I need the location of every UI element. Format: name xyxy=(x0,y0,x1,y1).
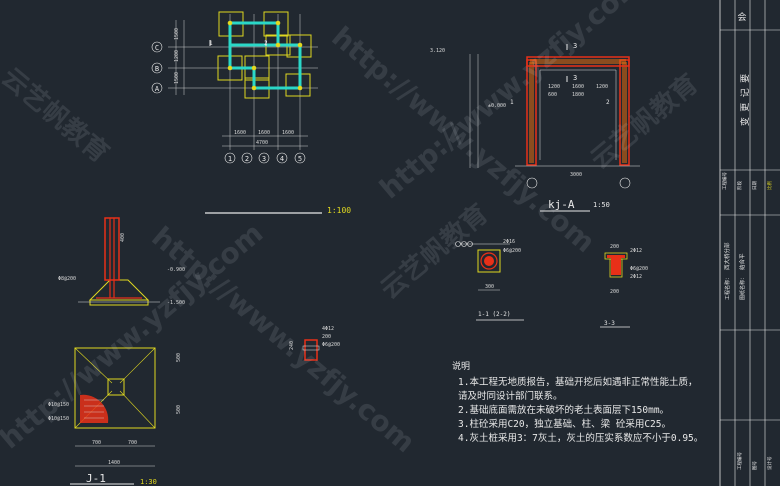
frame-elevation: 3 3 1 2 3.120 ±0.000 1200 1600 1200 600 … xyxy=(430,42,640,212)
project-name: 西大桥分部 xyxy=(723,242,731,270)
frame-dim-4: 600 xyxy=(548,92,557,98)
foundation-plan: 1 2 1500 1200 1500 C B A 1600 1600 1600 … xyxy=(151,11,318,164)
section-b-rebar-3: 2Φ12 xyxy=(630,274,642,280)
notes-title: 说明 xyxy=(452,360,470,372)
svg-text:2: 2 xyxy=(606,99,610,106)
project-label: 工程名称： xyxy=(724,275,731,300)
title-block: 会 变 更 记 要 工程编号 阶段 日期 比例 工程名称： 西大桥分部 图纸名称… xyxy=(719,0,780,486)
section-3-3: 2Φ12 Φ6@200 2Φ12 200 200 3-3 xyxy=(600,244,648,328)
plan-axis-1: 1 xyxy=(228,155,232,163)
footing-elevation: -0.900 -1.500 Φ8@200 400 xyxy=(58,217,185,306)
section-b-rebar-2: Φ6@200 xyxy=(630,266,648,272)
note-3: 3.柱砼采用C20，独立基础、柱、梁 砼采用C25。 xyxy=(458,418,671,430)
footing-dim-right-2: 500 xyxy=(176,405,182,414)
frame-dim-3: 1200 xyxy=(596,84,608,90)
section-a-label: 1-1 (2-2) xyxy=(478,311,511,318)
section-a-rebar-2: Φ6@200 xyxy=(503,248,521,254)
drawing-label: 图纸名称： xyxy=(739,275,746,300)
plan-dim-left-3: 1500 xyxy=(174,72,180,84)
column-section: 4Φ12 Φ6@200 200 240 xyxy=(289,326,340,361)
footing-dim-bottom-total: 1400 xyxy=(108,460,120,466)
section-1-1: 2Φ16 Φ6@200 300 1-1 (2-2) xyxy=(455,239,524,321)
svg-text:3: 3 xyxy=(573,74,577,82)
plan-axis-2: 2 xyxy=(245,155,249,163)
plan-axis-b: B xyxy=(155,65,159,73)
frame-level-mid: ±0.000 xyxy=(488,103,506,109)
plan-dim-bottom-total: 4700 xyxy=(256,140,268,146)
frame-dim-6: 3000 xyxy=(570,172,582,178)
drawing-name: 结合平 xyxy=(738,253,746,270)
footing-dim-bottom-2: 700 xyxy=(128,440,137,446)
frame-scale: 1:50 xyxy=(593,201,610,209)
plan-axis-y: C B A xyxy=(151,41,163,94)
footing-title: J-1 xyxy=(86,472,106,485)
column-dim-2: 240 xyxy=(289,341,295,350)
note-1-cont: 请及时同设计部门联系。 xyxy=(458,390,563,402)
plan-axis-c: C xyxy=(155,44,159,52)
footing-plan: Φ10@150 Φ10@150 700 700 1400 500 500 J-1… xyxy=(48,347,182,486)
title-block-change: 变 更 记 要 xyxy=(739,74,751,126)
plan-dim-left-1: 1500 xyxy=(174,28,180,40)
section-a-dim: 300 xyxy=(485,284,494,290)
svg-text:3: 3 xyxy=(573,42,577,50)
frame-dim-2: 1600 xyxy=(572,84,584,90)
footing-dim-1: 400 xyxy=(120,233,126,242)
frame-level-top: 3.120 xyxy=(430,48,445,54)
title-block-row-4: 比例 xyxy=(766,181,773,190)
svg-text:1: 1 xyxy=(510,99,514,106)
title-block-top: 会 xyxy=(737,11,746,23)
footing-rebar-1: Φ8@200 xyxy=(58,276,76,282)
section-a-rebar-1: 2Φ16 xyxy=(503,239,515,245)
plan-axis-x: 1 2 3 4 5 xyxy=(224,152,306,164)
frame-title: kj-A xyxy=(548,198,575,211)
svg-text:2: 2 xyxy=(264,40,268,47)
plan-axis-5: 5 xyxy=(298,155,302,163)
note-1: 1.本工程无地质报告，基础开挖后如遇非正常性能土质， xyxy=(458,376,697,388)
title-block-row-1: 工程编号 xyxy=(721,172,728,190)
plan-scale: 1:100 xyxy=(327,206,351,215)
column-rebar-2: Φ6@200 xyxy=(322,342,340,348)
note-4: 4.灰土桩采用3：7灰土，灰土的压实系数应不小于0.95。 xyxy=(458,432,703,444)
column-rebar-1: 4Φ12 xyxy=(322,326,334,332)
column-dim-1: 200 xyxy=(322,334,331,340)
title-block-bottom-3: 设计号 xyxy=(766,456,773,470)
section-b-dim-1: 200 xyxy=(610,244,619,250)
footing-level-2: -1.500 xyxy=(167,300,185,306)
section-b-label: 3-3 xyxy=(604,320,615,327)
plan-dim-bottom-2: 1600 xyxy=(258,130,270,136)
section-b-dim-2: 200 xyxy=(610,289,619,295)
frame-dim-1: 1200 xyxy=(548,84,560,90)
plan-dim-bottom-1: 1600 xyxy=(234,130,246,136)
plan-axis-3: 3 xyxy=(262,155,266,163)
title-block-row-3: 日期 xyxy=(752,181,758,190)
footing-level-1: -0.900 xyxy=(167,267,185,273)
plan-axis-4: 4 xyxy=(280,155,284,163)
footing-dim-bottom-1: 700 xyxy=(92,440,101,446)
section-b-rebar-1: 2Φ12 xyxy=(630,248,642,254)
footing-dim-right-1: 500 xyxy=(176,353,182,362)
note-2: 2.基础底面需放在未破坏的老土表面层下150mm。 xyxy=(458,404,669,416)
footing-rebar-2: Φ10@150 xyxy=(48,402,69,408)
footing-rebar-3: Φ10@150 xyxy=(48,416,69,422)
title-block-bottom-2: 图号 xyxy=(752,461,758,470)
notes: 说明 1.本工程无地质报告，基础开挖后如遇非正常性能土质， 请及时同设计部门联系… xyxy=(452,360,703,444)
plan-dim-left-2: 1200 xyxy=(174,50,180,62)
title-block-bottom-1: 工程编号 xyxy=(736,452,743,470)
footing-scale: 1:30 xyxy=(140,478,157,486)
frame-dim-5: 1800 xyxy=(572,92,584,98)
svg-text:1: 1 xyxy=(209,40,213,47)
plan-dim-bottom-3: 1600 xyxy=(282,130,294,136)
title-block-row-2: 阶段 xyxy=(736,181,743,190)
plan-axis-a: A xyxy=(155,85,160,93)
